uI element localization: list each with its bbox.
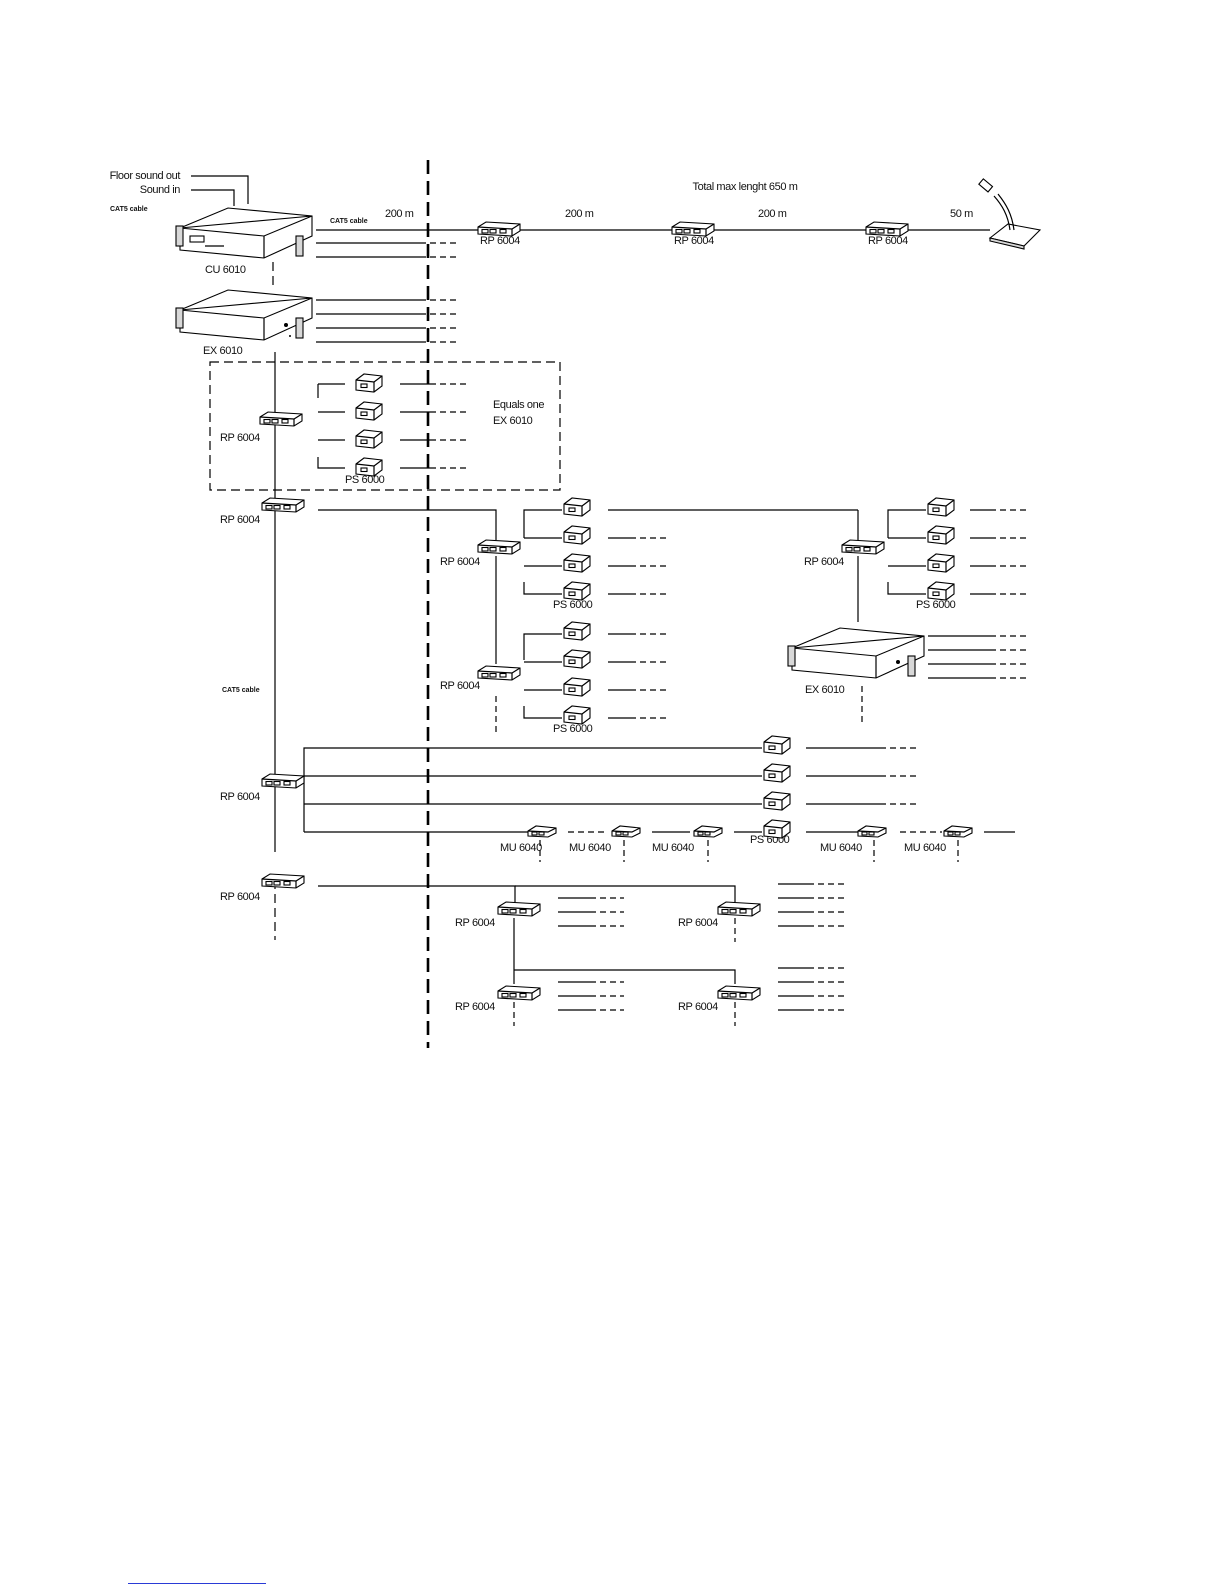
ps-6000-unit-icon [355, 429, 383, 449]
rp-6004-repeater-icon [477, 221, 521, 237]
equals-one-label: Equals one [493, 399, 544, 411]
ps-6000-unit-icon [763, 819, 791, 839]
ps-6000-unit-icon [763, 735, 791, 755]
sound-in-wire [191, 189, 235, 206]
ex-6010-unit [175, 289, 313, 341]
ex-6010-label: EX 6010 [203, 345, 243, 357]
rp-6004-repeater-icon [497, 985, 541, 1001]
ps-6000-unit-icon [355, 373, 383, 393]
mu-6040-unit-icon [527, 825, 557, 838]
ps-6000-unit-icon [563, 677, 591, 697]
mu-6040-label: MU 6040 [904, 842, 946, 854]
distance-label-1: 200 m [385, 208, 414, 220]
footer-rule [128, 1583, 266, 1584]
ps-6000-unit-icon [763, 791, 791, 811]
ps-6000-unit-icon [763, 763, 791, 783]
rp-6004-repeater-icon [717, 985, 761, 1001]
ps-6000-unit-icon [563, 705, 591, 725]
mu-6040-label: MU 6040 [569, 842, 611, 854]
cu-6010-label: CU 6010 [205, 264, 246, 276]
rp-6004-label: RP 6004 [678, 917, 718, 929]
ps-6000-unit-icon [563, 621, 591, 641]
ps-6000-label: PS 6000 [553, 723, 593, 735]
equals-one-ex-6010-group [209, 361, 561, 491]
mu-6040-unit-icon [611, 825, 641, 838]
ex-6010-label: EX 6010 [805, 684, 845, 696]
total-max-length-label: Total max lenght 650 m [693, 181, 798, 193]
ps-6000-unit-icon [563, 649, 591, 669]
rp-6004-repeater-icon [477, 539, 521, 555]
sound-in-label: Sound in [140, 184, 181, 196]
rp-6004-label: RP 6004 [220, 791, 260, 803]
rp-6004-label: RP 6004 [220, 514, 260, 526]
mu-6040-label: MU 6040 [652, 842, 694, 854]
ps-6000-label: PS 6000 [553, 599, 593, 611]
ps-6000-unit-icon [563, 553, 591, 573]
rp-6004-repeater-icon [477, 665, 521, 681]
mu-6040-label: MU 6040 [820, 842, 862, 854]
rp-6004-repeater-icon [261, 873, 305, 889]
rp-6004-repeater-icon [497, 901, 541, 917]
mu-6040-unit-icon [857, 825, 887, 838]
rp-6004-label: RP 6004 [868, 235, 908, 247]
mu-6040-unit-icon [943, 825, 973, 838]
ps-6000-label: PS 6000 [916, 599, 956, 611]
rp-6004-repeater-icon [865, 221, 909, 237]
rp-6004-repeater-icon [261, 773, 305, 789]
rp-6004-label: RP 6004 [678, 1001, 718, 1013]
rp-6004-label: RP 6004 [455, 1001, 495, 1013]
ps-6000-unit-icon [927, 553, 955, 573]
rp-6004-label: RP 6004 [455, 917, 495, 929]
rp-6004-label: RP 6004 [220, 432, 260, 444]
cat5-cable-label-mid: CAT5 cable [222, 687, 260, 694]
cat5-cable-label-top: CAT5 cable [110, 206, 148, 213]
ps-6000-unit-icon [927, 581, 955, 601]
rp-6004-label: RP 6004 [440, 680, 480, 692]
equals-one-label: EX 6010 [493, 415, 533, 427]
rp-6004-repeater-icon [841, 539, 885, 555]
rp-6004-repeater-icon [717, 901, 761, 917]
ex-6010-unit [787, 627, 925, 679]
rp-6004-label: RP 6004 [804, 556, 844, 568]
cu-6010-unit [175, 207, 313, 259]
distance-label-2: 200 m [565, 208, 594, 220]
rp-6004-label: RP 6004 [674, 235, 714, 247]
mu-6040-label: MU 6040 [500, 842, 542, 854]
rp-6004-label: RP 6004 [440, 556, 480, 568]
cat5-cable-label-cu: CAT5 cable [330, 218, 368, 225]
ps-6000-unit-icon [563, 525, 591, 545]
rp-6004-repeater-icon [671, 221, 715, 237]
distance-label-4: 50 m [950, 208, 973, 220]
ps-6000-unit-icon [563, 497, 591, 517]
ps-6000-unit-icon [927, 497, 955, 517]
mu-6040-unit-icon [693, 825, 723, 838]
floor-sound-out-wire [191, 175, 249, 204]
rp-6004-label: RP 6004 [480, 235, 520, 247]
ps-6000-unit-icon [563, 581, 591, 601]
floor-sound-out-label: Floor sound out [110, 170, 181, 182]
rp-6004-label: RP 6004 [220, 891, 260, 903]
microphone-delegate-unit [978, 178, 1042, 250]
ps-6000-unit-icon [355, 401, 383, 421]
distance-label-3: 200 m [758, 208, 787, 220]
ps-6000-label: PS 6000 [345, 474, 385, 486]
rp-6004-repeater-icon [259, 411, 303, 427]
ps-6000-unit-icon [355, 457, 383, 477]
ps-6000-unit-icon [927, 525, 955, 545]
rp-6004-repeater-icon [261, 497, 305, 513]
